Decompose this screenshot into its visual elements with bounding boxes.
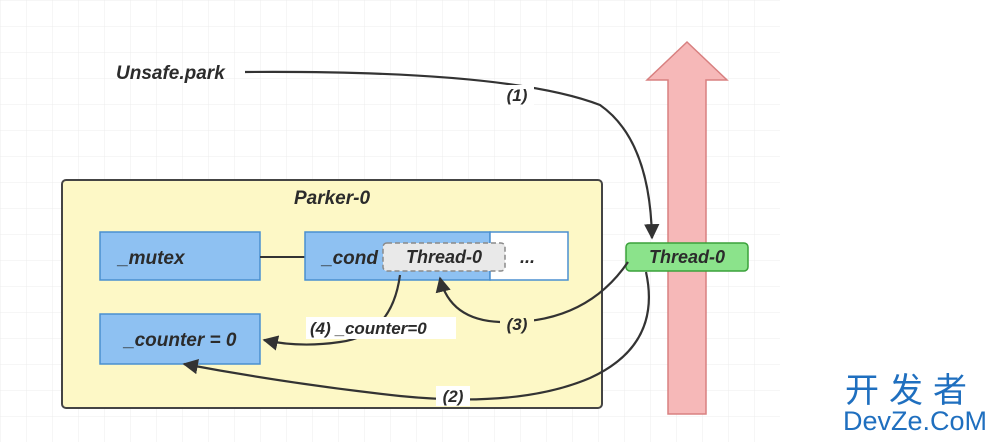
cond-waiting-thread [382, 242, 506, 272]
edge-step-2-label-bg [436, 386, 470, 406]
edge-step-1-label: (1) [507, 86, 528, 105]
cond-more-label: ... [520, 247, 535, 267]
edge-step-4-label: (4) _counter=0 [310, 319, 427, 338]
watermark-logo-line1: 开发者 [845, 371, 977, 411]
edge-step-4 [262, 274, 402, 351]
edge-step-3-label-bg [500, 314, 534, 334]
mutex-box[interactable] [99, 231, 261, 281]
parker-label: Parker-0 [294, 188, 370, 209]
thread-node[interactable] [625, 242, 749, 272]
edge-step-2 [182, 271, 650, 401]
cond-thread-label: Thread-0 [406, 247, 482, 267]
edge-step-1 [244, 70, 660, 240]
thread-label: Thread-0 [649, 247, 725, 267]
counter-box[interactable] [99, 313, 261, 365]
edge-step-4-label-bg [306, 317, 456, 339]
edge-step-3-label: (3) [507, 315, 528, 334]
unsafe-park-label: Unsafe.park [116, 63, 226, 84]
edge-step-2-label: (2) [443, 387, 464, 406]
counter-label: _counter = 0 [122, 330, 237, 351]
thread-up-arrow [645, 40, 729, 415]
mutex-label: _mutex [116, 248, 186, 269]
watermark-logo-line2: DevZe.CoM [843, 406, 987, 436]
parker-box [61, 179, 603, 409]
edge-step-1-label-bg [500, 85, 534, 105]
cond-label: _cond [320, 248, 378, 269]
